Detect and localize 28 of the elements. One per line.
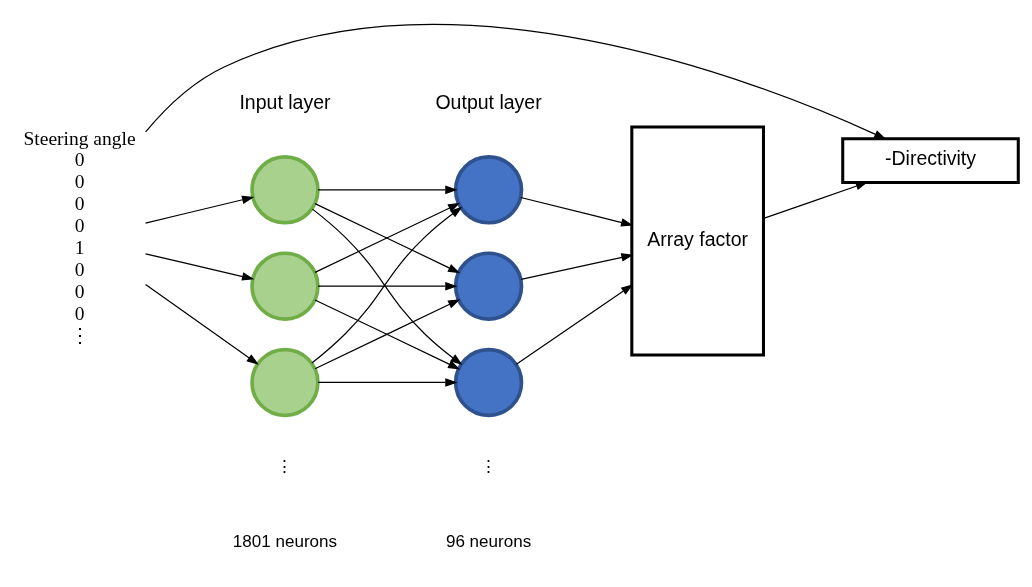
- label: ⋮: [480, 456, 498, 476]
- label: Input layer: [239, 90, 331, 113]
- arrow: [520, 252, 634, 280]
- node-text: Steering angle 0 0 0 0 1 0 0 0 ⋮: [23, 127, 136, 346]
- arrow: [317, 281, 458, 290]
- arrow: [314, 298, 461, 369]
- arrow: [144, 195, 255, 224]
- arrow: [317, 185, 458, 194]
- node-circle: [250, 154, 320, 225]
- node-circle: [453, 154, 524, 225]
- arrow: [317, 377, 458, 387]
- arrow: [515, 283, 634, 365]
- label: ⋮: [276, 456, 294, 476]
- arrow: [763, 181, 868, 219]
- node-circle: [453, 347, 524, 417]
- node-box: Array factor: [630, 125, 765, 357]
- arrow: [144, 283, 259, 365]
- label: Output layer: [435, 90, 542, 113]
- arrow: [144, 252, 255, 281]
- arrow: [145, 24, 887, 139]
- node-box: -Directivity: [841, 136, 1020, 184]
- arrow: [314, 202, 461, 273]
- label: 96 neurons: [445, 531, 532, 551]
- node-circle: [250, 250, 320, 321]
- label: 1801 neurons: [232, 531, 338, 551]
- node-circle: [250, 347, 320, 417]
- arrow: [520, 196, 634, 227]
- node-circle: [453, 250, 524, 321]
